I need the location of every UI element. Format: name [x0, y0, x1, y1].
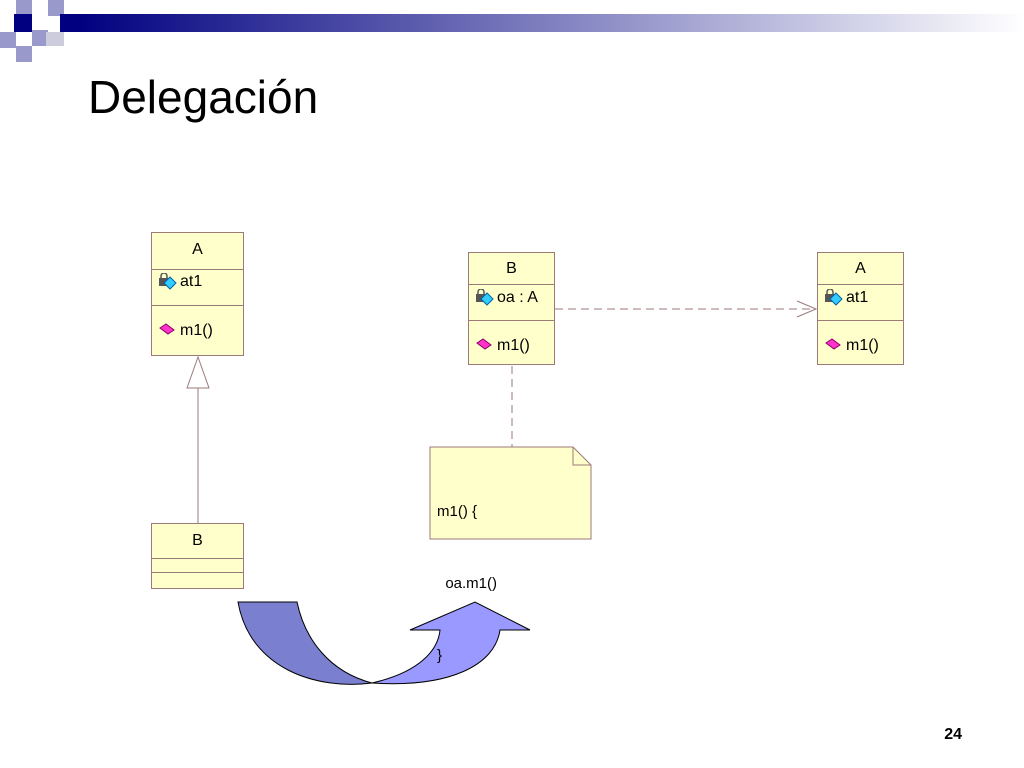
operation-label: m1() [846, 337, 879, 354]
private-attribute-icon [824, 288, 846, 307]
dependency-arrowhead [796, 300, 818, 318]
attribute-row: oa : A [475, 288, 538, 307]
attribute-label: at1 [846, 289, 869, 306]
slide-title: Delegación [88, 71, 319, 123]
class-name: B [192, 532, 203, 549]
page-number: 24 [944, 726, 962, 743]
attribute-row: at1 [158, 272, 203, 291]
private-attribute-icon [158, 272, 180, 291]
public-operation-icon [824, 337, 846, 355]
class-a-right[interactable]: A at1 m1() [817, 252, 904, 365]
public-operation-icon [158, 322, 180, 340]
attribute-label: oa : A [497, 289, 538, 306]
note-line-2: oa.m1() [437, 575, 498, 592]
note-line-3: } [437, 647, 443, 664]
note-fold [572, 447, 591, 466]
class-name: A [855, 260, 866, 277]
attribute-row: at1 [824, 288, 869, 307]
private-attribute-icon [475, 288, 497, 307]
class-name: B [506, 260, 517, 277]
operation-row: m1() [158, 322, 213, 340]
generalization-arrowhead [186, 355, 210, 389]
operation-row: m1() [824, 337, 879, 355]
operation-row: m1() [475, 337, 530, 355]
note-text: m1() { oa.m1() } [437, 452, 497, 692]
note-shape [429, 446, 592, 540]
public-operation-icon [475, 337, 497, 355]
class-a-left[interactable]: A at1 m1() [151, 232, 244, 356]
class-b-right[interactable]: B oa : A m1() [468, 252, 555, 365]
attribute-label: at1 [180, 273, 203, 290]
operation-label: m1() [497, 337, 530, 354]
curved-arrow-icon [237, 601, 531, 685]
operation-label: m1() [180, 322, 213, 339]
class-b-left[interactable]: B [151, 523, 244, 589]
header-decoration [0, 0, 1024, 62]
class-name: A [192, 241, 203, 258]
note-line-1: m1() { [437, 503, 478, 520]
